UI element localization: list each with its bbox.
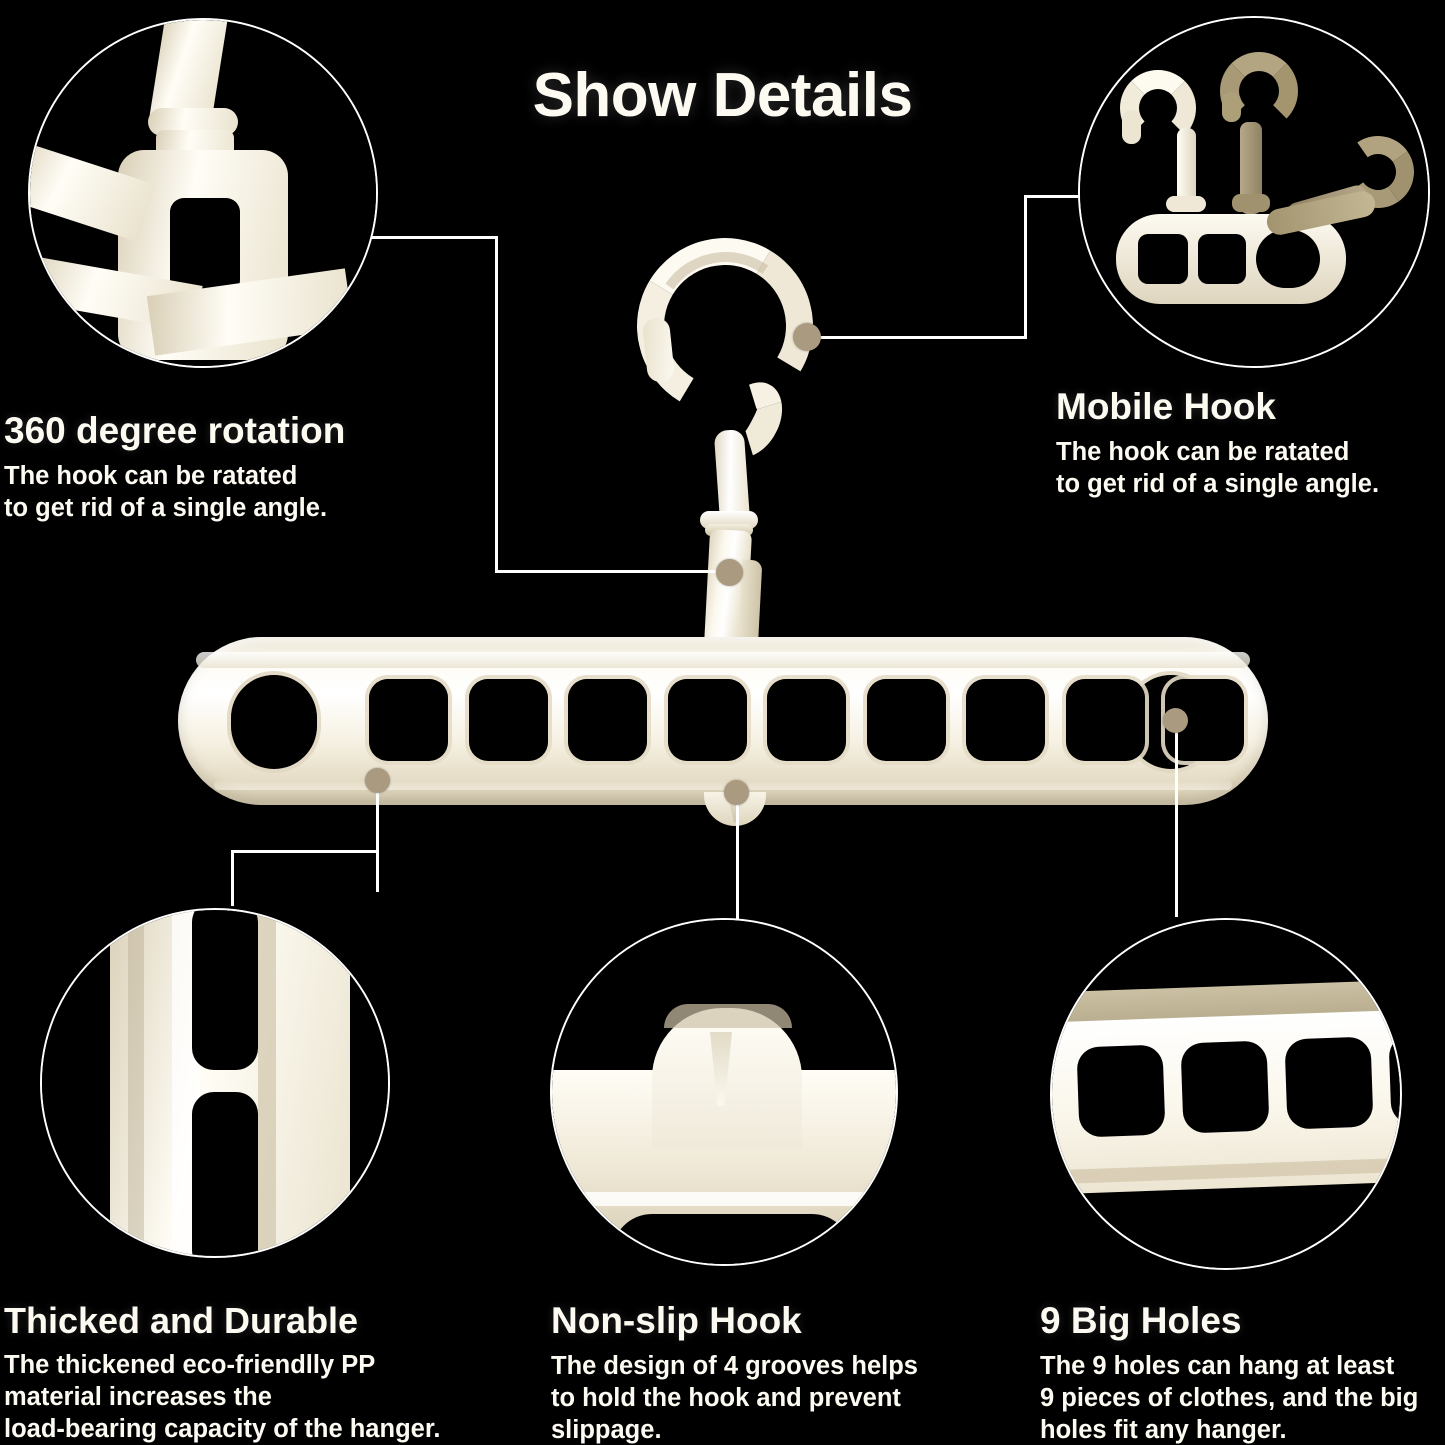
feature-heading-thick: Thicked and Durable [4, 1300, 359, 1341]
callout-dot-rotation [716, 559, 743, 586]
hanger-hole [866, 679, 946, 761]
feature-body-line: slippage. [551, 1416, 662, 1445]
detail-circle-rotation [28, 18, 378, 368]
leader-nonslip-seg1 [736, 795, 739, 925]
callout-dot-non-slip [724, 780, 749, 805]
detail-circle-holes [1050, 918, 1402, 1270]
hanger-bar-ridge-bottom [214, 780, 1232, 790]
feature-body-line: to get rid of a single angle. [4, 493, 328, 522]
callout-dot-holes [1163, 708, 1188, 733]
feature-body-thick: The thickened eco-friendlly PP material … [4, 1349, 440, 1445]
feature-heading-mobile-hook: Mobile Hook [1056, 386, 1276, 427]
feature-heading-rotation: 360 degree rotation [4, 410, 346, 451]
callout-dot-thick [365, 768, 390, 793]
leader-mobile-seg1 [812, 336, 1027, 339]
feature-body-line: load-bearing capacity of the hanger. [4, 1415, 441, 1444]
detail-circle-mobile-hook [1078, 16, 1430, 368]
hanger-hole [667, 679, 747, 761]
feature-block-thick: Thicked and Durable The thickened eco-fr… [4, 1302, 440, 1445]
leader-thick-seg3 [231, 850, 234, 906]
feature-body-line: The design of 4 grooves helps [551, 1351, 918, 1380]
leader-mobile-seg2 [1024, 195, 1027, 339]
feature-body-line: 9 pieces of clothes, and the big [1040, 1383, 1419, 1412]
feature-block-non-slip: Non-slip Hook The design of 4 grooves he… [551, 1300, 918, 1445]
feature-body-line: The hook can be ratated [1056, 437, 1350, 466]
feature-block-mobile-hook: Mobile Hook The hook can be ratated to g… [1056, 386, 1379, 500]
feature-body-rotation: The hook can be ratated to get rid of a … [4, 460, 345, 524]
hanger-bar-ridge-top [196, 652, 1250, 668]
hanger-hole [1065, 679, 1145, 761]
feature-heading-holes: 9 Big Holes [1040, 1300, 1242, 1341]
feature-body-mobile-hook: The hook can be ratated to get rid of a … [1056, 436, 1379, 500]
callout-dot-mobile-hook [793, 323, 821, 351]
feature-block-holes: 9 Big Holes The 9 holes can hang at leas… [1040, 1300, 1418, 1445]
feature-body-line: The hook can be ratated [4, 461, 298, 490]
feature-body-line: to hold the hook and prevent [551, 1383, 901, 1412]
feature-block-rotation: 360 degree rotation The hook can be rata… [4, 410, 346, 524]
feature-body-line: holes fit any hanger. [1040, 1416, 1287, 1445]
feature-body-line: material increases the [4, 1382, 272, 1411]
hanger-hole [966, 679, 1045, 761]
leader-thick-seg2 [231, 850, 379, 853]
hanger-hole [369, 679, 448, 761]
feature-body-line: The 9 holes can hang at least [1040, 1351, 1395, 1380]
feature-body-non-slip: The design of 4 grooves helps to hold th… [551, 1350, 918, 1445]
feature-body-line: The thickened eco-friendlly PP [4, 1350, 376, 1379]
hanger-hole [568, 679, 647, 761]
feature-body-line: to get rid of a single angle. [1056, 469, 1380, 498]
leader-rotation-seg2 [495, 236, 498, 572]
hanger-hole [767, 679, 846, 761]
page-title: Show Details [532, 61, 913, 130]
leader-rotation-seg3 [495, 570, 735, 573]
detail-circle-non-slip [550, 918, 898, 1266]
feature-body-holes: The 9 holes can hang at least 9 pieces o… [1040, 1350, 1418, 1445]
detail-circle-thick [40, 908, 390, 1258]
hanger-hole [468, 679, 548, 761]
leader-holes-seg1 [1175, 722, 1178, 917]
feature-heading-non-slip: Non-slip Hook [551, 1300, 802, 1341]
leader-thick-seg1 [376, 782, 379, 892]
hanger-end-slot-left [231, 675, 317, 769]
